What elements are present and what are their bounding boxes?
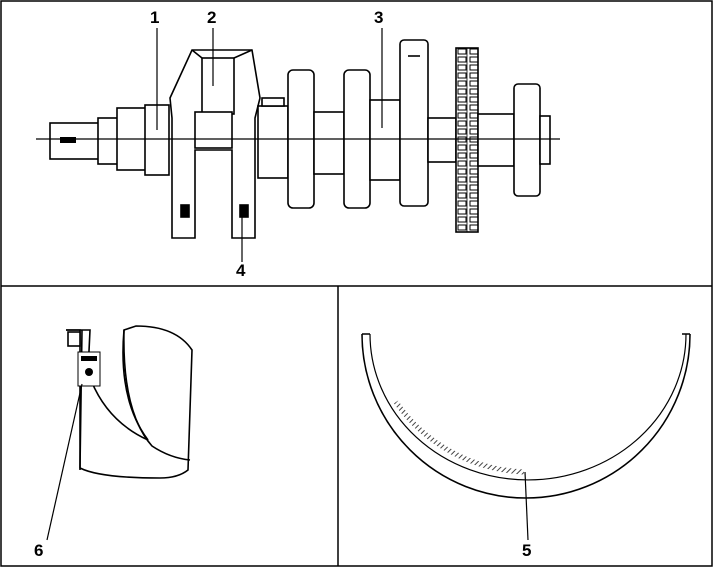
callout-3: 3 <box>374 8 384 27</box>
leader-lines-top <box>156 28 383 262</box>
callout-2: 2 <box>207 8 217 27</box>
leader-line-6 <box>46 383 83 541</box>
callout-5: 5 <box>522 541 532 560</box>
callout-1: 1 <box>150 8 160 27</box>
leader-line-5 <box>524 471 529 541</box>
bearing-insert-arc <box>361 333 691 499</box>
bearing-shell-half <box>66 325 193 479</box>
callout-6: 6 <box>34 541 44 560</box>
callout-4: 4 <box>236 261 246 280</box>
